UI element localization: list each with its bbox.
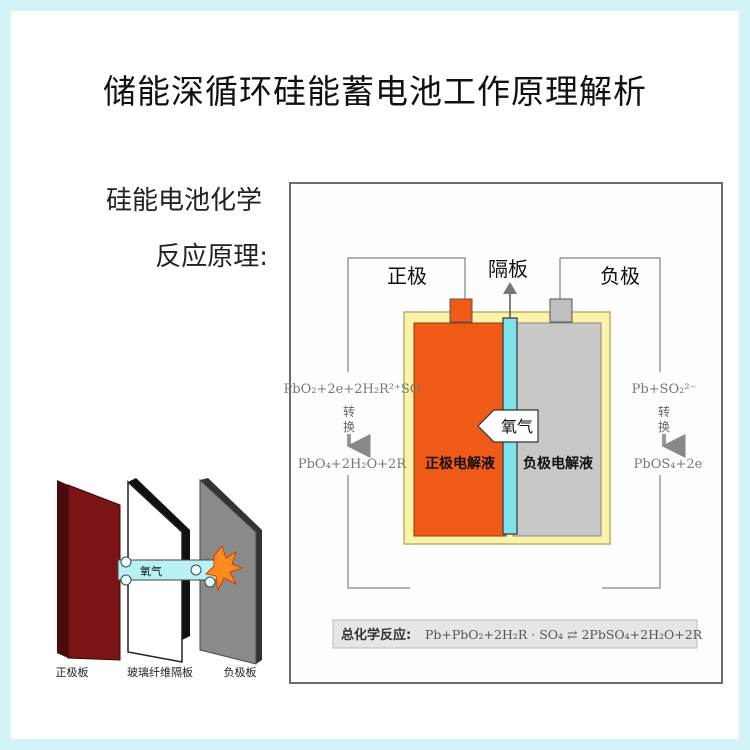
page-title: 储能深循环硅能蓄电池工作原理解析: [103, 72, 647, 111]
positive-terminal: [449, 298, 473, 323]
positive-plate: [67, 484, 121, 661]
right-reaction-bottom: PbOS₄+2e: [634, 457, 703, 472]
separator-plate-label: 玻璃纤维隔板: [127, 665, 193, 679]
negative-plate-label: 负极板: [224, 665, 257, 679]
negative-label: 负极: [600, 264, 640, 288]
right-convert-1: 转: [658, 404, 670, 419]
plates-illustration: 氧气: [57, 478, 262, 665]
positive-plate-label: 正极板: [56, 665, 89, 679]
total-reaction-prefix: 总化学反应:: [341, 627, 411, 643]
reaction-burst-icon: [204, 544, 244, 592]
side-label-line1: 硅能电池化学: [105, 186, 262, 216]
total-reaction-equation: Pb+PbO₂+2H₂R · SO₄ ⇄ 2PbSO₄+2H₂O+2R: [425, 627, 703, 642]
negative-terminal: [549, 298, 573, 323]
oxygen-arrow-icon: [477, 409, 539, 443]
right-convert-2: 换: [658, 420, 670, 434]
positive-label: 正极: [387, 264, 427, 288]
right-reaction-top: Pb+SO₂²⁻: [632, 382, 697, 397]
left-reaction-top: PbO₂+2e+2H₂R²⁺SO: [284, 382, 421, 397]
total-reaction-bar: [332, 619, 698, 649]
oxygen-label: 氧气: [501, 417, 533, 436]
plate-oxygen-label: 氧气: [140, 564, 162, 578]
separator-arrow-icon: [503, 282, 517, 294]
negative-electrolyte-label: 负极电解液: [523, 455, 594, 472]
circuit-lines: [347, 257, 661, 589]
left-convert-2: 换: [343, 420, 355, 434]
separator-label: 隔板: [488, 257, 528, 281]
left-convert-1: 转: [343, 404, 355, 419]
positive-electrolyte-label: 正极电解液: [425, 455, 496, 472]
left-reaction-bottom: PbO₄+2H₂O+2R: [298, 457, 407, 472]
side-label-line2: 反应原理:: [155, 242, 268, 272]
